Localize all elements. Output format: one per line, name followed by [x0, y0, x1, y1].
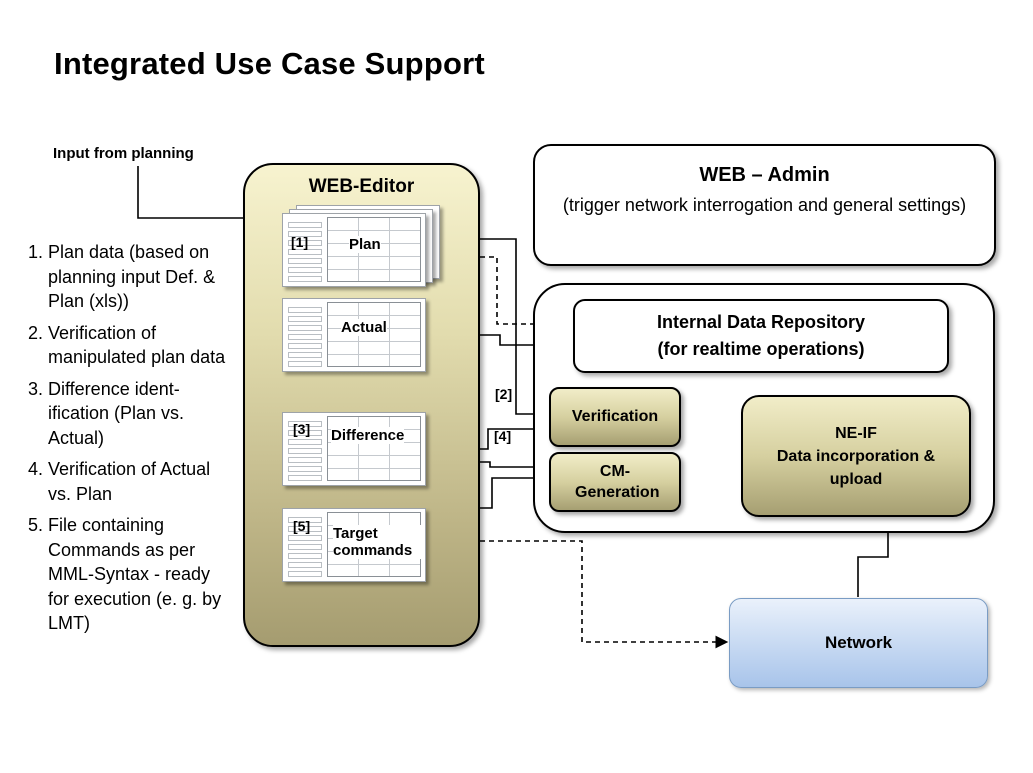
web-editor-title: WEB-Editor	[308, 176, 415, 197]
network-to-neif-arrow	[857, 516, 895, 597]
difference-document-icon[interactable]: [3] Difference	[282, 412, 426, 486]
step-item: 2.Verification of manipulated plan data	[28, 322, 226, 368]
web-admin-box[interactable]: WEB – Admin (trigger network interrogati…	[533, 144, 996, 266]
step-list: 1.Plan data (based on planning input Def…	[28, 240, 228, 643]
target-doc-label: Target commands	[333, 525, 421, 559]
target-to-network-dashed-arrow	[435, 540, 729, 649]
plan-doc-label: Plan	[349, 236, 381, 253]
input-to-plan-arrow	[137, 166, 280, 225]
actual-doc-label: Actual	[341, 319, 387, 336]
ne-if-title: NE-IF	[835, 424, 877, 442]
internal-data-repository-box[interactable]: Internal Data Repository (for realtime o…	[573, 299, 949, 373]
step-item: 5.File containing Commands as per MML-Sy…	[28, 515, 222, 633]
plan-step-ref: [1]	[291, 234, 309, 250]
network-label: Network	[824, 633, 893, 652]
step-item: 1.Plan data (based on planning input Def…	[28, 242, 216, 311]
cm-generation-label: CM-Generation	[575, 463, 660, 501]
repository-line1: Internal Data Repository	[656, 312, 866, 332]
plan-document-icon[interactable]: [1] Plan	[282, 213, 426, 287]
ne-if-line1: Data incorporation &	[776, 447, 936, 465]
verification-box[interactable]: Verification	[549, 387, 681, 447]
target-commands-document-icon[interactable]: [5] Target commands	[282, 508, 426, 582]
network-box[interactable]: Network	[729, 598, 988, 688]
cm-generation-box[interactable]: CM-Generation	[549, 452, 681, 512]
step-ref-4: [4]	[494, 428, 512, 444]
ne-if-box[interactable]: NE-IF Data incorporation & upload	[741, 395, 971, 517]
repository-line2: (for realtime operations)	[657, 339, 865, 359]
difference-step-ref: [3]	[293, 421, 311, 437]
input-from-planning-label: Input from planning	[53, 145, 194, 162]
verification-label: Verification	[571, 408, 659, 425]
step-item: 4.Verification of Actual vs. Plan	[28, 459, 211, 504]
ne-if-line2: upload	[829, 470, 883, 488]
web-admin-title: WEB – Admin	[699, 164, 830, 186]
web-admin-subtitle: (trigger network interrogation and gener…	[562, 195, 967, 215]
target-step-ref: [5]	[293, 518, 311, 534]
page-title: Integrated Use Case Support	[54, 46, 485, 81]
step-ref-2: [2]	[495, 386, 513, 402]
step-item: 3.Difference ident-ification (Plan vs. A…	[28, 378, 185, 448]
verification-to-plan-arrow	[443, 232, 548, 415]
actual-document-icon[interactable]: Actual	[282, 298, 426, 372]
difference-doc-label: Difference	[331, 427, 405, 444]
